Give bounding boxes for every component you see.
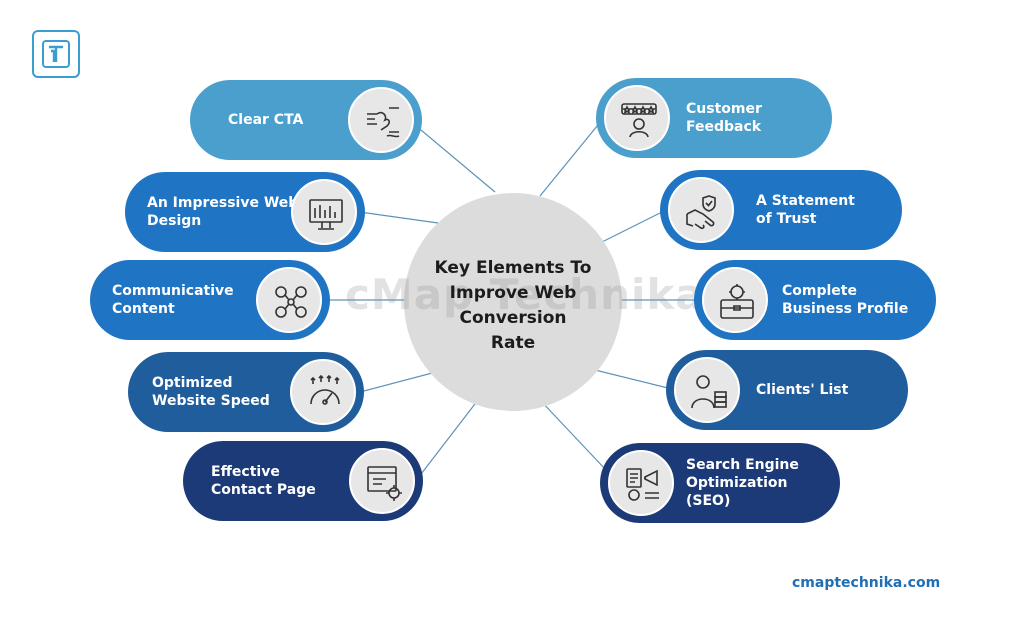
watermark: cMap Technika® xyxy=(345,270,748,319)
client-server-icon xyxy=(674,357,740,423)
connector-line xyxy=(594,369,669,389)
connector-line xyxy=(539,399,607,471)
pill-business-profile: Complete Business Profile xyxy=(694,260,936,340)
pill-statement-of-trust: A Statement of Trust xyxy=(660,170,902,250)
handshake-icon xyxy=(348,87,414,153)
website-url[interactable]: cmaptechnika.com xyxy=(792,575,941,591)
connector-line xyxy=(359,371,437,393)
contact-settings-icon xyxy=(349,448,415,514)
pill-clear-cta: Clear CTA xyxy=(190,80,422,160)
network-people-icon xyxy=(256,267,322,333)
trust-handshake-icon xyxy=(668,177,734,243)
brand-logo-icon xyxy=(32,30,80,78)
pill-label: Search Engine Optimization (SEO) xyxy=(686,457,799,509)
pill-label: Customer Feedback xyxy=(686,101,762,135)
center-circle xyxy=(404,193,622,411)
pill-label: An Impressive Web Design xyxy=(147,195,299,229)
connector-line xyxy=(414,124,496,193)
seo-megaphone-icon xyxy=(608,450,674,516)
pill-contact-page: Effective Contact Page xyxy=(183,441,423,521)
pill-label: Complete Business Profile xyxy=(782,283,909,317)
pill-label: Clear CTA xyxy=(228,112,304,128)
monitor-design-icon xyxy=(291,179,357,245)
pill-label: A Statement of Trust xyxy=(756,193,855,227)
pill-web-design: An Impressive Web Design xyxy=(125,172,365,252)
speedometer-icon xyxy=(290,359,356,425)
pill-label: Communicative Content xyxy=(112,283,234,317)
pill-clients-list: Clients' List xyxy=(666,350,908,430)
pill-customer-feedback: Customer Feedback xyxy=(596,78,832,158)
briefcase-gear-icon xyxy=(702,267,768,333)
connector-line xyxy=(359,211,439,224)
connector-line xyxy=(417,399,479,479)
pill-communicative-content: Communicative Content xyxy=(90,260,330,340)
rating-stars-icon xyxy=(604,85,670,151)
connector-line xyxy=(539,119,603,197)
pill-website-speed: Optimized Website Speed xyxy=(128,352,364,432)
pill-seo: Search Engine Optimization (SEO) xyxy=(600,443,840,523)
pill-label: Effective Contact Page xyxy=(211,464,316,498)
pill-label: Optimized Website Speed xyxy=(152,375,270,409)
pill-label: Clients' List xyxy=(756,382,849,398)
diagram-title: Key Elements To Improve Web Conversion R… xyxy=(434,258,592,353)
connector-line xyxy=(599,209,667,244)
